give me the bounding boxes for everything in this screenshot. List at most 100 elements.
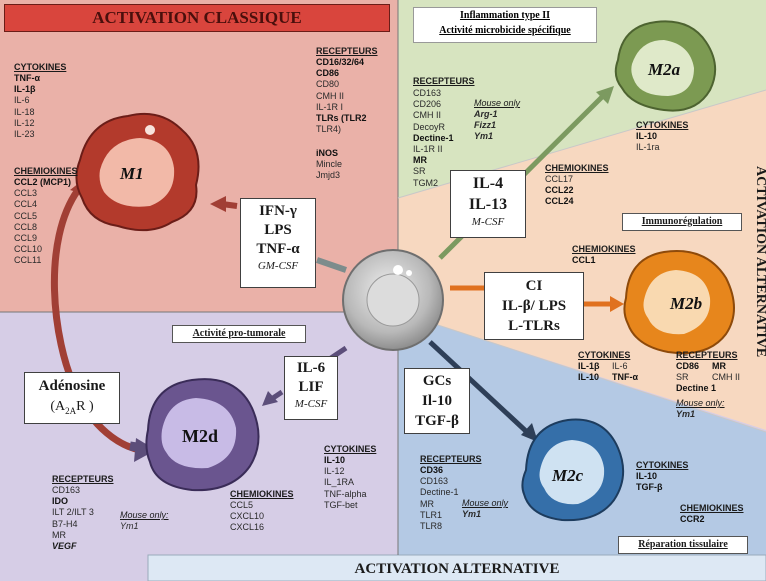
m1-other-list: iNOS Mincle Jmjd3 bbox=[316, 148, 342, 182]
alt-banner-bg bbox=[147, 554, 766, 581]
m2c-cytokines-title: CYTOKINES bbox=[636, 460, 689, 470]
list-item: TLRs (TLR2 bbox=[316, 113, 367, 124]
m2a-receptors-list: CD163 CD206 CMH II DecoyR Dectine-1 IL-1… bbox=[413, 88, 454, 189]
m2a-chemokines-title: CHEMIOKINES bbox=[545, 163, 609, 173]
list-item: Dectine-1 bbox=[420, 487, 459, 498]
list-item: CD163 bbox=[420, 476, 449, 487]
list-item: MR bbox=[413, 155, 427, 166]
list-item: TLR8 bbox=[420, 521, 443, 532]
m2b-label: M2b bbox=[670, 294, 703, 313]
list-item: CXCL10 bbox=[230, 511, 265, 522]
list-item: TNF-α bbox=[612, 372, 639, 383]
m2b-cytokines-title: CYTOKINES bbox=[578, 350, 631, 360]
m1-stim-3: TNF-α bbox=[256, 241, 300, 257]
list-item: CMH II bbox=[316, 90, 344, 101]
m2a-cell bbox=[614, 20, 717, 112]
list-item: Mincle bbox=[316, 159, 343, 170]
m2b-chemokines-list: CCL1 bbox=[572, 255, 596, 266]
list-item: IL-10 bbox=[636, 131, 658, 141]
m2a-stim-3: M-CSF bbox=[471, 216, 505, 228]
pro-tumorale-label: Activité pro-tumorale bbox=[172, 325, 306, 343]
m1-region bbox=[0, 0, 398, 312]
m2a-receptors-title: RECEPTEURS bbox=[413, 76, 475, 86]
list-item: CD36 bbox=[420, 465, 444, 475]
m1-cytokines-list: TNF-α IL-1β IL-6 IL-18 IL-12 IL-23 bbox=[14, 73, 40, 140]
list-item: CCL8 bbox=[14, 221, 38, 232]
list-item: TGF-β bbox=[636, 482, 663, 493]
list-item: SR bbox=[413, 166, 426, 177]
m2d-stim-3: M-CSF bbox=[294, 398, 328, 410]
m1-receptors-title: RECEPTEURS bbox=[316, 46, 378, 56]
list-item: TLR4) bbox=[316, 124, 342, 135]
m1-stim-2: LPS bbox=[264, 222, 292, 238]
m2c-chemokines-list: CCR2 bbox=[680, 514, 705, 525]
m1-cytokines-title: CYTOKINES bbox=[14, 62, 67, 72]
list-item: CD80 bbox=[316, 79, 340, 90]
list-item: IL-6 bbox=[14, 95, 30, 106]
list-item: IL-18 bbox=[14, 106, 35, 117]
m2a-stim-1: IL-4 bbox=[472, 175, 504, 192]
list-item: CD163 bbox=[413, 88, 442, 98]
m2a-cytokines-title: CYTOKINES bbox=[636, 120, 689, 130]
m2b-stim-2: IL-β/ LPS bbox=[501, 298, 567, 314]
m2b-chemokines-title: CHEMIOKINES bbox=[572, 244, 636, 254]
m1-receptors-list: CD16/32/64 CD86 CD80 CMH II IL-1R I TLRs… bbox=[316, 57, 367, 135]
m2a-stim-2: IL-13 bbox=[468, 196, 508, 213]
m2c-receptors-list: CD36 CD163 Dectine-1 MR TLR1 TLR8 bbox=[420, 465, 459, 532]
m2b-mouse-list: Ym1 bbox=[676, 409, 695, 420]
m2b-cell bbox=[623, 250, 735, 355]
m2b-receptors-col1: CD86 SR Dectine 1 bbox=[676, 361, 716, 395]
list-item: DecoyR bbox=[413, 121, 446, 132]
list-item: Fizz1 bbox=[474, 120, 497, 131]
m2b-mouse-title: Mouse only: bbox=[676, 398, 725, 408]
m2d-receptors-list: CD163 IDO ILT 2/ILT 3 B7-H4 MR bbox=[52, 485, 94, 541]
list-item: TGF-bet bbox=[324, 499, 358, 510]
list-item: CCL4 bbox=[14, 199, 38, 210]
list-item: TNF-α bbox=[14, 73, 41, 83]
m2c-stim-3: TGF-β bbox=[415, 413, 459, 429]
list-item: MR bbox=[712, 361, 726, 371]
list-item: CCL9 bbox=[14, 233, 38, 244]
m1-stim-4: GM-CSF bbox=[257, 260, 299, 272]
m2d-label: M2d bbox=[182, 426, 218, 446]
list-item: Ym1 bbox=[120, 521, 139, 531]
m2b-stim-3: L-TLRs bbox=[508, 318, 560, 334]
m2c-cell bbox=[521, 418, 625, 522]
m2d-stim-1: IL-6 bbox=[296, 360, 326, 376]
list-item: CD163 bbox=[52, 485, 81, 495]
m2d-cytokines-title: CYTOKINES bbox=[324, 444, 377, 454]
m2d-mouse-list: Ym1 bbox=[120, 521, 139, 532]
m2b-receptors-col2: MR CMH II bbox=[712, 361, 740, 383]
m2c-mouse-list: Ym1 bbox=[462, 509, 481, 520]
list-item: CCL10 bbox=[14, 244, 43, 255]
m2b-receptors-title: RECEPTEURS bbox=[676, 350, 738, 360]
list-item: iNOS bbox=[316, 148, 339, 158]
list-item: IL-1R I bbox=[316, 101, 344, 112]
adenosine-line2: (A2AR ) bbox=[50, 399, 94, 416]
m2d-cell bbox=[145, 378, 260, 492]
m2c-stim-1: GCs bbox=[422, 373, 452, 389]
m1-chemokines-title: CHEMIOKINES bbox=[14, 166, 78, 176]
list-item: TLR1 bbox=[420, 509, 443, 520]
activation-classique-banner: ACTIVATION CLASSIQUE bbox=[4, 4, 390, 32]
m2a-header-line1: Inflammation type II bbox=[459, 10, 550, 21]
list-item: CCL3 bbox=[14, 188, 38, 199]
activation-alternative-side: ACTIVATION ALTERNATIVE bbox=[753, 166, 766, 358]
m2c-cytokines-list: IL-10 TGF-β bbox=[636, 471, 663, 493]
list-item: ILT 2/ILT 3 bbox=[52, 507, 94, 518]
list-item: CCL5 bbox=[14, 210, 38, 221]
list-item: Ym1 bbox=[474, 131, 494, 142]
list-item: CCR2 bbox=[680, 514, 705, 524]
m2a-mouse-list: Arg-1 Fizz1 Ym1 bbox=[474, 109, 498, 143]
m2a-mouse-title: Mouse only bbox=[474, 98, 521, 108]
list-item: CD206 bbox=[413, 99, 442, 110]
list-item: CCL22 bbox=[545, 185, 574, 196]
list-item: TGM2 bbox=[413, 177, 439, 188]
m2b-stim-1: CI bbox=[525, 278, 543, 294]
list-item: CCL2 (MCP1) bbox=[14, 177, 72, 187]
reparation-label: Réparation tissulaire bbox=[618, 536, 748, 554]
m1-label: M1 bbox=[120, 164, 144, 183]
list-item: TNF-alpha bbox=[324, 488, 367, 499]
list-item: IL-23 bbox=[14, 129, 35, 140]
